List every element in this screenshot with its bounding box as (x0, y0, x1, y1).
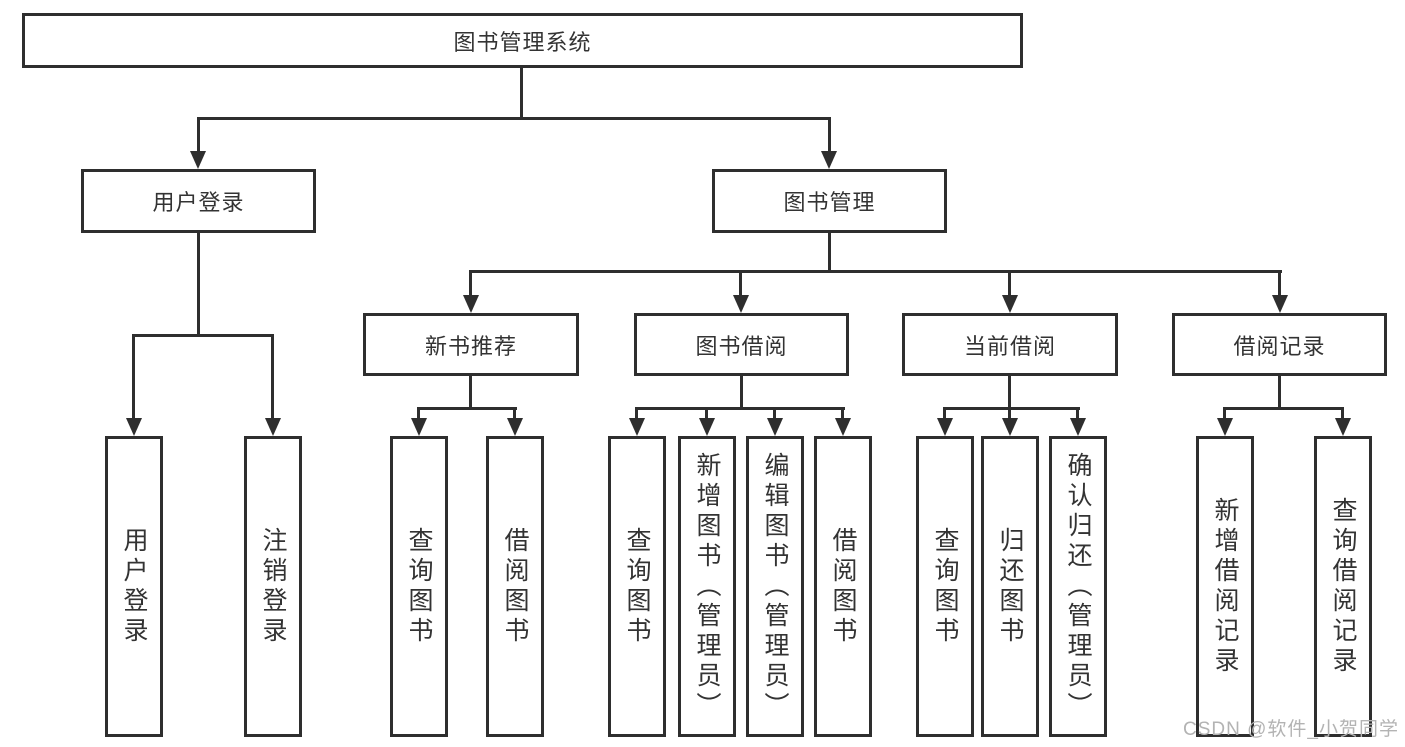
arrow-down-icon (1335, 418, 1351, 436)
connector-drop-new-books (469, 270, 472, 297)
arrow-down-icon (835, 418, 851, 436)
leaf-bookborrow-edit-books-admin: 编辑图书（管理员） (746, 436, 804, 737)
connector-user-rail (132, 334, 274, 337)
csdn-watermark: CSDN @软件_小贺同学 (1183, 719, 1399, 740)
arrow-down-icon (767, 418, 783, 436)
arrow-down-icon (411, 418, 427, 436)
leaf-current-query-books: 查询图书 (916, 436, 974, 737)
connector-drop (635, 407, 638, 420)
arrow-down-icon (821, 151, 837, 169)
connector-drop-leaf-login (132, 334, 135, 420)
arrow-down-icon (507, 418, 523, 436)
connector-currentborrow-trunk (1008, 376, 1011, 410)
arrow-down-icon (733, 295, 749, 313)
connector-newbooks-rail (417, 407, 517, 410)
connector-level2-rail (197, 117, 831, 120)
connector-bookborrow-trunk (740, 376, 743, 410)
connector-drop-user-login (197, 117, 200, 153)
arrow-down-icon (265, 418, 281, 436)
leaf-user-login: 用户登录 (105, 436, 163, 737)
connector-records-rail (1223, 407, 1344, 410)
leaf-bookborrow-query-books: 查询图书 (608, 436, 666, 737)
leaf-bookborrow-add-books-admin: 新增图书（管理员） (678, 436, 736, 737)
leaf-logout: 注销登录 (244, 436, 302, 737)
connector-drop (1341, 407, 1344, 420)
arrow-down-icon (1002, 295, 1018, 313)
connector-drop (773, 407, 776, 420)
node-new-book-recommend: 新书推荐 (363, 313, 579, 376)
connector-drop (841, 407, 844, 420)
node-borrow-records: 借阅记录 (1172, 313, 1387, 376)
arrow-down-icon (1002, 418, 1018, 436)
connector-root-trunk (520, 68, 523, 119)
node-book-borrow: 图书借阅 (634, 313, 849, 376)
arrow-down-icon (1272, 295, 1288, 313)
leaf-newbooks-query-books: 查询图书 (390, 436, 448, 737)
connector-currentborrow-rail (943, 407, 1080, 410)
connector-drop (943, 407, 946, 420)
arrow-down-icon (937, 418, 953, 436)
connector-user-trunk (197, 233, 200, 337)
arrow-down-icon (190, 151, 206, 169)
node-current-borrow: 当前借阅 (902, 313, 1118, 376)
leaf-records-add-record: 新增借阅记录 (1196, 436, 1254, 737)
connector-drop-leaf-logout (271, 334, 274, 420)
connector-newbooks-trunk (469, 376, 472, 410)
connector-drop (1076, 407, 1079, 420)
arrow-down-icon (629, 418, 645, 436)
connector-bookborrow-rail (635, 407, 845, 410)
leaf-newbooks-borrow-books: 借阅图书 (486, 436, 544, 737)
arrow-down-icon (126, 418, 142, 436)
arrow-down-icon (699, 418, 715, 436)
arrow-down-icon (463, 295, 479, 313)
leaf-bookborrow-borrow-books: 借阅图书 (814, 436, 872, 737)
connector-drop (513, 407, 516, 420)
leaf-records-query-record: 查询借阅记录 (1314, 436, 1372, 737)
connector-drop (1008, 407, 1011, 420)
leaf-current-return-books: 归还图书 (981, 436, 1039, 737)
connector-drop (1223, 407, 1226, 420)
connector-drop-borrow-records (1278, 270, 1281, 297)
connector-drop (417, 407, 420, 420)
connector-book-trunk (828, 233, 831, 273)
leaf-current-confirm-return-admin: 确认归还（管理员） (1049, 436, 1107, 737)
arrow-down-icon (1070, 418, 1086, 436)
node-user-login: 用户登录 (81, 169, 316, 233)
connector-records-trunk (1278, 376, 1281, 410)
connector-drop-current-borrow (1008, 270, 1011, 297)
node-library-system: 图书管理系统 (22, 13, 1023, 68)
connector-drop-book-borrow (739, 270, 742, 297)
connector-level3-rail (470, 270, 1282, 273)
connector-drop-book-management (828, 117, 831, 153)
node-book-management: 图书管理 (712, 169, 947, 233)
arrow-down-icon (1217, 418, 1233, 436)
connector-drop (705, 407, 708, 420)
